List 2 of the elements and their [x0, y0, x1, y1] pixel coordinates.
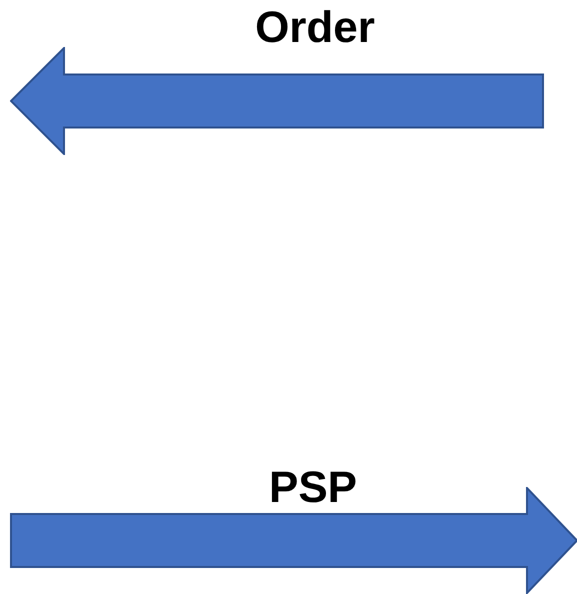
arrow-label: PSP: [268, 466, 358, 510]
arrow-label: Order: [255, 6, 375, 50]
